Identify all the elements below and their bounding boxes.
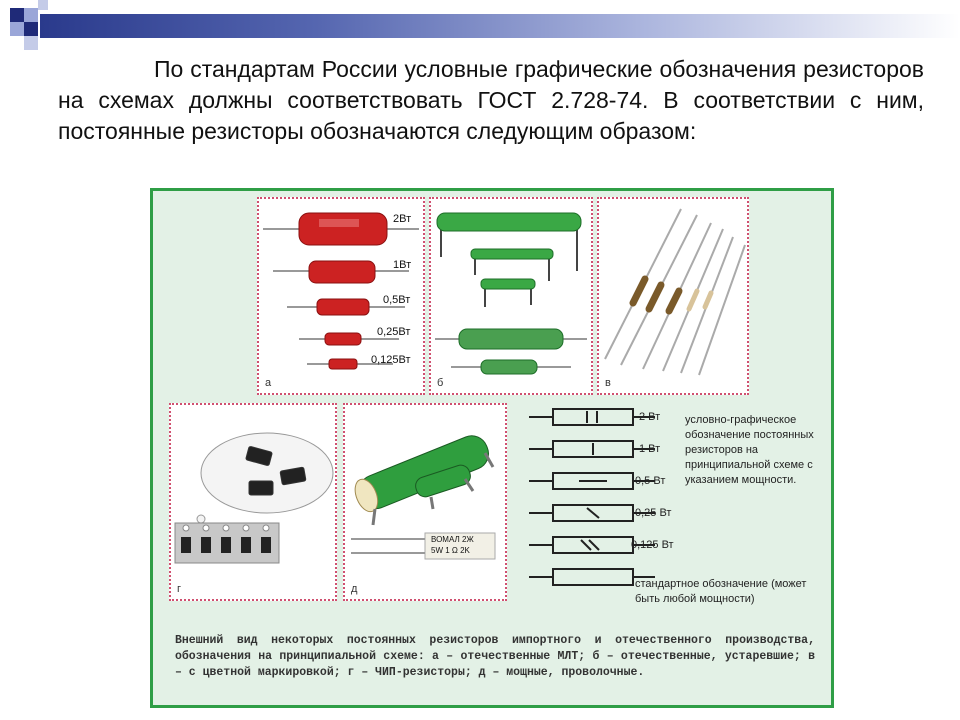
symbol-description: условно-графическое обозначение постоянн… bbox=[685, 414, 814, 486]
symbol-label-05w: 0,5 Вт bbox=[635, 475, 666, 487]
panel-b-drawing bbox=[435, 212, 587, 375]
header-square-light-3 bbox=[24, 36, 38, 50]
panel-g: г bbox=[169, 403, 337, 601]
figure-caption: Внешний вид некоторых постоянных резисто… bbox=[175, 634, 815, 679]
wirewound-label-line-2: 5W 1 Ω 2K bbox=[431, 546, 470, 555]
schematic-symbols bbox=[529, 408, 655, 586]
header-square-dark-2 bbox=[24, 22, 38, 36]
panel-g-letter: г bbox=[177, 583, 182, 595]
header-square-dark-3 bbox=[38, 0, 48, 10]
panel-a-drawing bbox=[263, 212, 419, 370]
panel-v: в bbox=[597, 197, 749, 395]
panel-d-letter: д bbox=[351, 583, 358, 595]
panel-b-letter: б bbox=[437, 377, 444, 389]
wattage-label-1w: 1Вт bbox=[393, 259, 412, 271]
panel-d: ВОМАЛ 2Ж 5W 1 Ω 2K д bbox=[343, 403, 507, 601]
panel-a: 2Вт 1Вт 0,5Вт 0,25Вт 0,125Вт а bbox=[257, 197, 425, 395]
wattage-label-025w: 0,25Вт bbox=[377, 326, 411, 338]
header-square-light-1 bbox=[24, 8, 38, 22]
panel-v-drawing bbox=[604, 208, 746, 376]
intro-paragraph: По стандартам России условные графически… bbox=[58, 56, 924, 144]
panel-v-letter: в bbox=[605, 377, 611, 389]
panel-g-drawing bbox=[174, 432, 334, 564]
symbol-label-2w: 2 Вт bbox=[639, 411, 661, 423]
wattage-label-2w: 2Вт bbox=[393, 213, 412, 225]
panel-b: б bbox=[429, 197, 593, 395]
symbol-label-025w: 0,25 Вт bbox=[635, 507, 672, 519]
header-square-dark-1 bbox=[10, 8, 24, 22]
wattage-label-0125w: 0,125Вт bbox=[371, 354, 411, 366]
wirewound-label-line-1: ВОМАЛ 2Ж bbox=[431, 535, 474, 544]
resistor-figure: 2Вт 1Вт 0,5Вт 0,25Вт 0,125Вт а bbox=[150, 188, 834, 708]
panel-a-letter: а bbox=[265, 377, 272, 389]
symbol-label-1w: 1 Вт bbox=[639, 443, 661, 455]
symbol-standard-label: стандартное обозначение (может быть любо… bbox=[635, 578, 807, 605]
wattage-label-05w: 0,5Вт bbox=[383, 294, 411, 306]
header-bar bbox=[40, 14, 960, 38]
header-square-light-2 bbox=[10, 22, 24, 36]
panel-d-drawing bbox=[351, 435, 496, 560]
symbol-label-0125w: 0,125 Вт bbox=[631, 539, 674, 551]
